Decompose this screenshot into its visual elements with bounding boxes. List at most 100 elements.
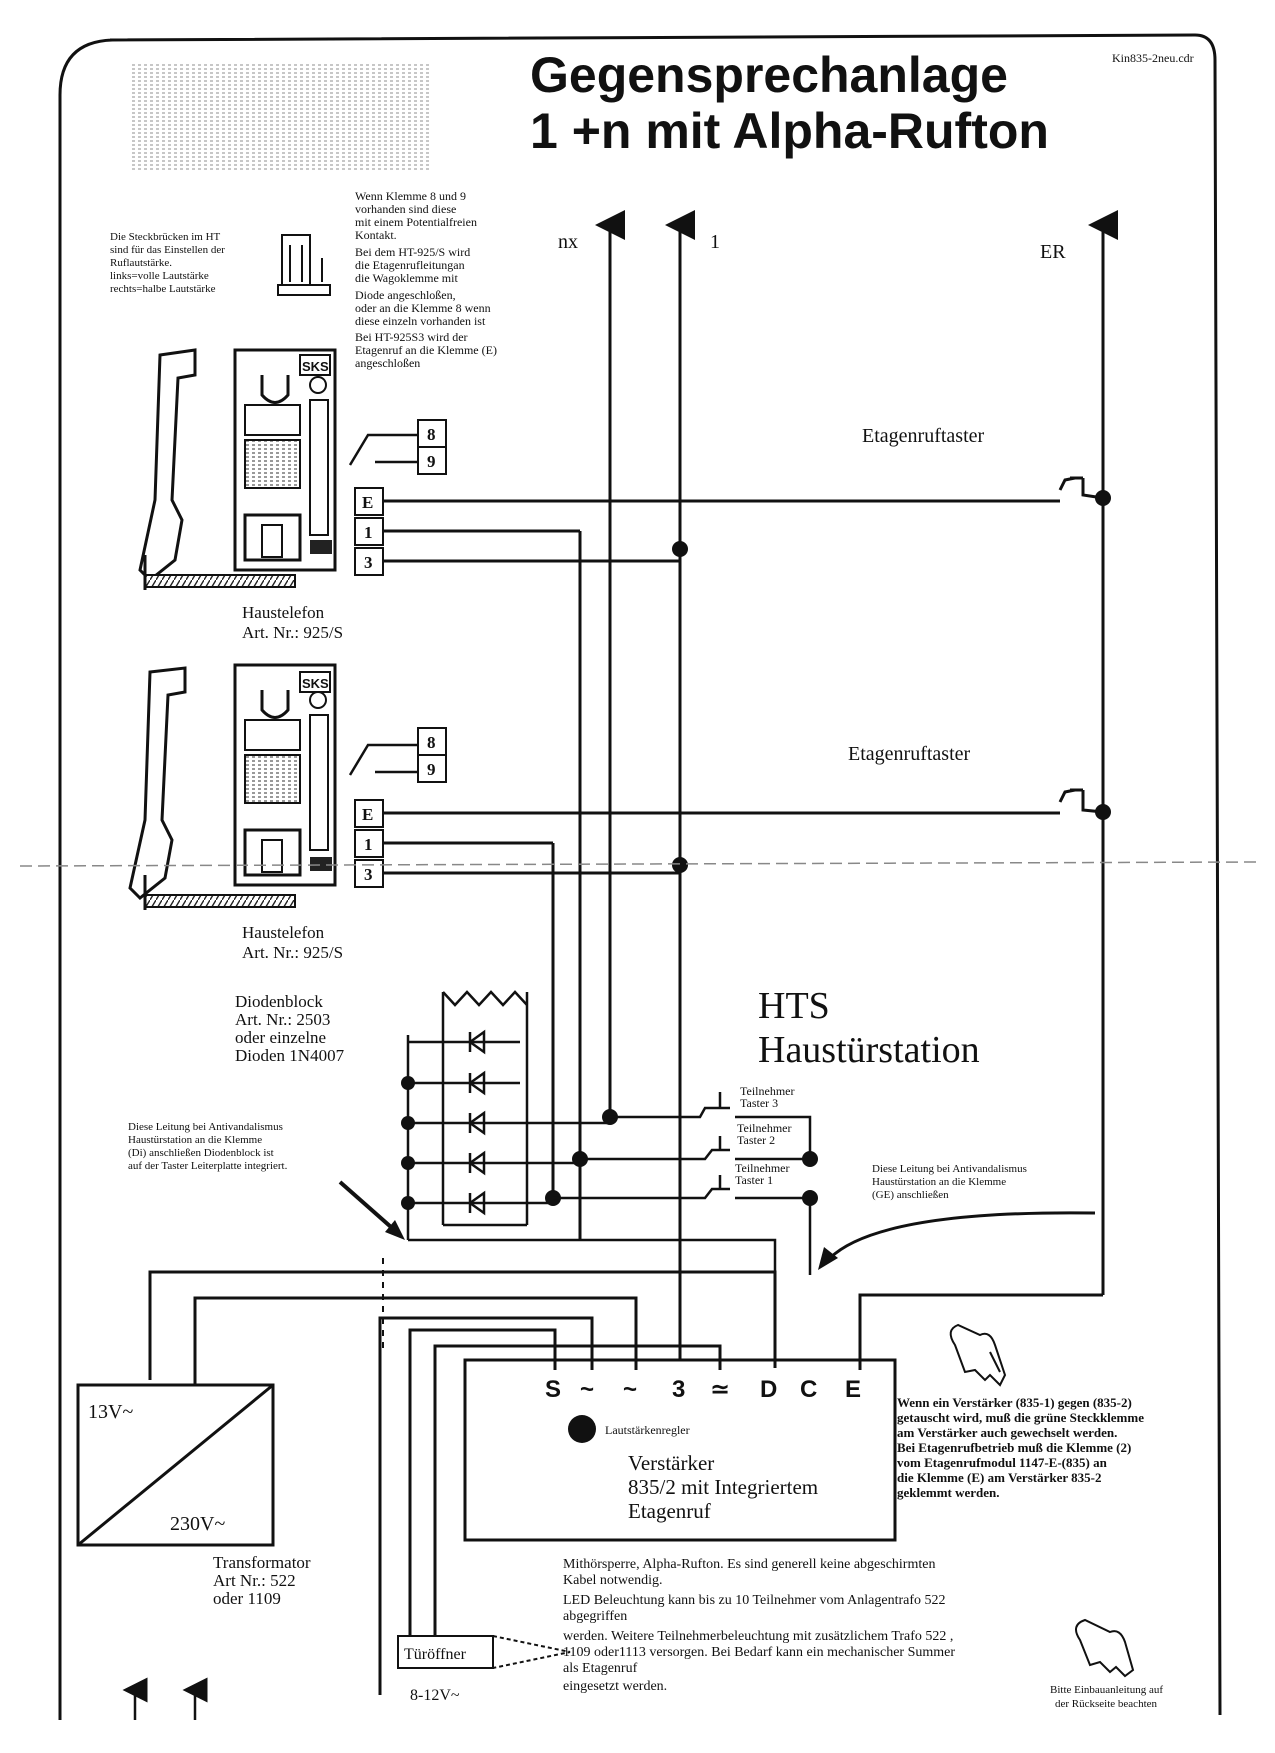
arrow-right	[828, 1211, 1096, 1260]
svg-text:Mithörsperre, Alpha-Rufton. Es: Mithörsperre, Alpha-Rufton. Es sind gene…	[563, 1557, 935, 1572]
pointing-hand-icon-2	[1075, 1618, 1135, 1678]
amplifier-box	[463, 1358, 897, 1542]
svg-text:Wenn Klemme 8 und 9: Wenn Klemme 8 und 9	[355, 189, 466, 203]
svg-text:abgegriffen: abgegriffen	[563, 1609, 627, 1624]
terminal-E: E	[362, 805, 373, 824]
svg-text:D: D	[760, 1376, 777, 1403]
svg-text:Kabel notwendig.: Kabel notwendig.	[563, 1573, 663, 1588]
svg-text:die Wagoklemme mit: die Wagoklemme mit	[355, 271, 458, 285]
transformer-v13: 13V~	[88, 1401, 133, 1423]
door-opener-voltage: 8-12V~	[410, 1687, 460, 1704]
svg-text:LED Beleuchtung kann bis zu 10: LED Beleuchtung kann bis zu 10 Teilnehme…	[563, 1593, 946, 1608]
diode-5	[408, 1190, 553, 1216]
wires-phone-2	[383, 788, 1104, 1200]
phone-base-hatched	[144, 574, 296, 588]
svg-text:Diese Leitung bei Antivandalis: Diese Leitung bei Antivandalismus	[872, 1163, 1027, 1175]
mains-wires	[122, 1677, 208, 1720]
svg-text:≃: ≃	[710, 1376, 730, 1403]
svg-text:Diodenblock: Diodenblock	[235, 992, 323, 1011]
phone2-caption-name: Haustelefon	[242, 923, 325, 942]
terminal-block-1: 8 9 E 1 3	[354, 419, 447, 576]
fold-line	[19, 861, 1261, 867]
terminal-8: 8	[427, 733, 436, 752]
hook-icon	[260, 375, 290, 404]
svg-text:Teilnehmer: Teilnehmer	[737, 1121, 791, 1135]
terminal-1: 1	[364, 835, 373, 854]
svg-text:am Verstärker auch gewechselt: am Verstärker auch gewechselt werden.	[897, 1425, 1117, 1440]
brand-label: SKS	[302, 676, 329, 691]
bus-lines	[595, 210, 1118, 1370]
svg-text:Bei Etagenrufbetrieb muß die K: Bei Etagenrufbetrieb muß die Klemme (2)	[897, 1440, 1131, 1455]
terminal-1: 1	[364, 523, 373, 542]
scan-artifact	[132, 62, 432, 172]
footer-note-1: Bitte Einbauanleitung auf	[1050, 1684, 1163, 1696]
terminal-E: E	[362, 493, 373, 512]
terminal-3: 3	[364, 865, 373, 884]
terminal-block-2: 8 9 E 1 3	[354, 727, 447, 888]
svg-text:diese einzeln vorhanden ist: diese einzeln vorhanden ist	[355, 314, 486, 328]
svg-text:links=volle Lautstärke: links=volle Lautstärke	[110, 270, 209, 282]
floor-button-label-1: Etagenruftaster	[862, 425, 984, 447]
svg-text:vorhanden sind diese: vorhanden sind diese	[355, 202, 456, 216]
junction-dot	[1095, 804, 1111, 820]
floor-button-label-2: Etagenruftaster	[848, 743, 970, 765]
amp-wires	[148, 1270, 1103, 1695]
svg-text:Ruflautstärke.: Ruflautstärke.	[110, 257, 172, 269]
svg-text:Teilnehmer: Teilnehmer	[740, 1084, 794, 1098]
junction-dot	[1095, 490, 1111, 506]
svg-text:angeschloßen: angeschloßen	[355, 356, 420, 370]
door-opener-icon	[397, 1635, 571, 1669]
terminal-9: 9	[427, 760, 436, 779]
svg-text:vom Etagenrufmodul 1147-E-(835: vom Etagenrufmodul 1147-E-(835) an	[897, 1455, 1108, 1470]
svg-text:Dioden 1N4007: Dioden 1N4007	[235, 1046, 345, 1065]
brand-label: SKS	[302, 359, 329, 374]
svg-text:Etagenruf an die Klemme (E): Etagenruf an die Klemme (E)	[355, 343, 497, 357]
svg-text:Art. Nr.: 2503: Art. Nr.: 2503	[235, 1010, 330, 1029]
transformer-v230: 230V~	[170, 1513, 225, 1535]
bottom-note: Mithörsperre, Alpha-Rufton. Es sind gene…	[563, 1557, 955, 1694]
svg-text:3: 3	[672, 1376, 685, 1403]
transformer-art: Art Nr.: 522	[213, 1571, 296, 1590]
svg-text:werden. Weitere Teilnehmerbele: werden. Weitere Teilnehmerbeleuchtung mi…	[563, 1629, 953, 1644]
svg-text:Taster 3: Taster 3	[740, 1096, 778, 1110]
svg-text:Bei dem HT-925/S wird: Bei dem HT-925/S wird	[355, 245, 470, 259]
house-phone-1: SKS	[138, 348, 337, 590]
handset-icon	[138, 348, 197, 583]
junction-dot	[802, 1190, 818, 1206]
svg-text:Diode angeschloßen,: Diode angeschloßen,	[355, 288, 456, 302]
terminal-note: Wenn Klemme 8 und 9 vorhanden sind diese…	[355, 189, 497, 370]
title-line1: Gegensprechanlage	[530, 47, 1008, 103]
svg-text:sind für das Einstellen der: sind für das Einstellen der	[110, 244, 225, 256]
svg-text:~: ~	[623, 1376, 637, 1403]
bus-label-nx: nx	[558, 231, 578, 253]
handset-icon	[128, 666, 187, 901]
svg-text:Taster 1: Taster 1	[735, 1173, 773, 1187]
svg-text:Haustürstation an die Klemme: Haustürstation an die Klemme	[872, 1176, 1006, 1188]
svg-text:(Di) anschließen Diodenblock i: (Di) anschließen Diodenblock ist	[128, 1147, 274, 1159]
speaker-grille-icon	[244, 439, 301, 489]
junction-dot	[672, 857, 688, 873]
terminal-3: 3	[364, 553, 373, 572]
svg-text:C: C	[800, 1376, 817, 1403]
svg-text:oder einzelne: oder einzelne	[235, 1028, 326, 1047]
svg-text:Wenn ein Verstärker (835-1) ge: Wenn ein Verstärker (835-1) gegen (835-2…	[897, 1395, 1132, 1410]
svg-text:Taster 2: Taster 2	[737, 1133, 775, 1147]
house-phone-2: SKS	[128, 663, 337, 910]
amp-note: Wenn ein Verstärker (835-1) gegen (835-2…	[897, 1395, 1144, 1500]
page-frame	[58, 33, 1222, 1720]
phone1-caption-art: Art. Nr.: 925/S	[242, 623, 343, 642]
svg-text:Haustürstation an die Klemme: Haustürstation an die Klemme	[128, 1134, 262, 1146]
footer-note-2: der Rückseite beachten	[1055, 1698, 1158, 1710]
svg-text:eingesetzt werden.: eingesetzt werden.	[563, 1679, 667, 1694]
diode-block-label: Diodenblock Art. Nr.: 2503 oder einzelne…	[235, 992, 345, 1065]
title-line2: 1 +n mit Alpha-Rufton	[530, 103, 1049, 159]
led-icon	[309, 691, 327, 709]
junction-dot	[802, 1151, 818, 1167]
svg-text:Kontakt.: Kontakt.	[355, 228, 397, 242]
pointing-hand-icon	[949, 1323, 1007, 1387]
amp-title-1: Verstärker	[628, 1451, 714, 1475]
amp-title-3: Etagenruf	[628, 1499, 711, 1523]
svg-text:mit einem Potentialfreien: mit einem Potentialfreien	[355, 215, 477, 229]
svg-text:Teilnehmer: Teilnehmer	[735, 1161, 789, 1175]
